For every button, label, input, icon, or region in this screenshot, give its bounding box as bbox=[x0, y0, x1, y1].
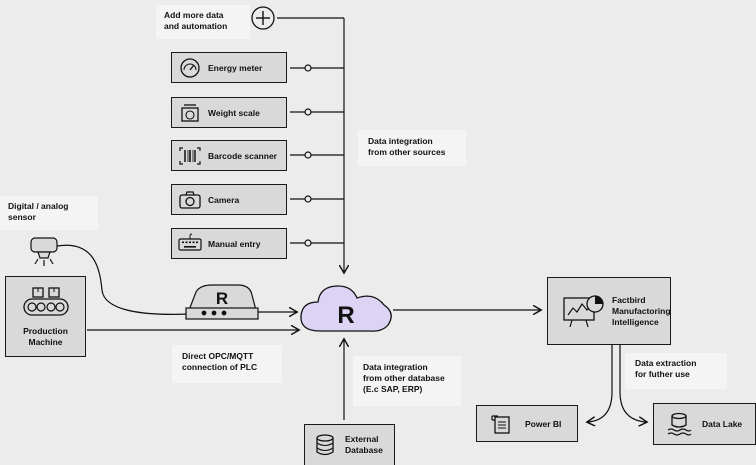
energy-meter-label: Energy meter bbox=[208, 62, 263, 73]
factbird-label: Factbird Manufactoring Intelligence bbox=[612, 294, 671, 327]
add-more-label: Add more data and automation bbox=[156, 5, 250, 39]
data-lake-icon bbox=[667, 412, 692, 436]
add-more-plus-icon bbox=[251, 6, 275, 30]
barcode-scanner-label: Barcode scanner bbox=[208, 150, 277, 161]
scale-icon bbox=[181, 103, 199, 122]
sensor-icon bbox=[30, 237, 58, 266]
gauge-icon bbox=[180, 57, 200, 78]
external-database-node: External Database bbox=[304, 424, 395, 465]
camera-label: Camera bbox=[208, 194, 240, 205]
factbird-node: Factbird Manufactoring Intelligence bbox=[547, 277, 671, 345]
camera-node: Camera bbox=[171, 184, 287, 215]
camera-icon bbox=[179, 190, 201, 209]
data-lake-label: Data Lake bbox=[702, 419, 743, 429]
factbird-device-icon: R bbox=[185, 284, 259, 320]
energy-meter-node: Energy meter bbox=[171, 52, 287, 83]
opc-label: Direct OPC/MQTT connection of PLC bbox=[172, 345, 282, 383]
data-lake-node: Data Lake bbox=[653, 403, 756, 445]
manual-entry-node: Manual entry bbox=[171, 228, 287, 259]
power-bi-node: Power BI bbox=[476, 405, 578, 442]
analytics-dashboard-icon bbox=[563, 295, 604, 328]
weight-scale-node: Weight scale bbox=[171, 97, 287, 128]
barcode-icon bbox=[179, 146, 201, 165]
production-machine-label: Production Machine bbox=[23, 325, 68, 347]
power-bi-label: Power BI bbox=[525, 418, 562, 429]
cloud-logo: R bbox=[337, 302, 354, 329]
weight-scale-label: Weight scale bbox=[208, 107, 260, 118]
manual-entry-label: Manual entry bbox=[208, 238, 261, 249]
keyboard-icon bbox=[178, 233, 202, 251]
sensor-cable bbox=[56, 244, 191, 315]
integration-other-sources-label: Data integration from other sources bbox=[358, 130, 466, 166]
barcode-scanner-node: Barcode scanner bbox=[171, 140, 287, 171]
extraction-label: Data extraction for futher use bbox=[625, 353, 727, 389]
power-bi-icon bbox=[491, 414, 510, 434]
database-icon bbox=[316, 434, 334, 456]
production-machine-node: Production Machine bbox=[5, 276, 86, 357]
integration-other-db-label: Data integration from other database (E.… bbox=[353, 356, 461, 406]
sensor-label: Digital / analog sensor bbox=[0, 196, 98, 230]
svg-text:R: R bbox=[216, 289, 228, 308]
conveyor-icon bbox=[22, 286, 69, 316]
cloud-platform: R bbox=[300, 285, 392, 332]
external-database-label: External Database bbox=[345, 434, 383, 455]
